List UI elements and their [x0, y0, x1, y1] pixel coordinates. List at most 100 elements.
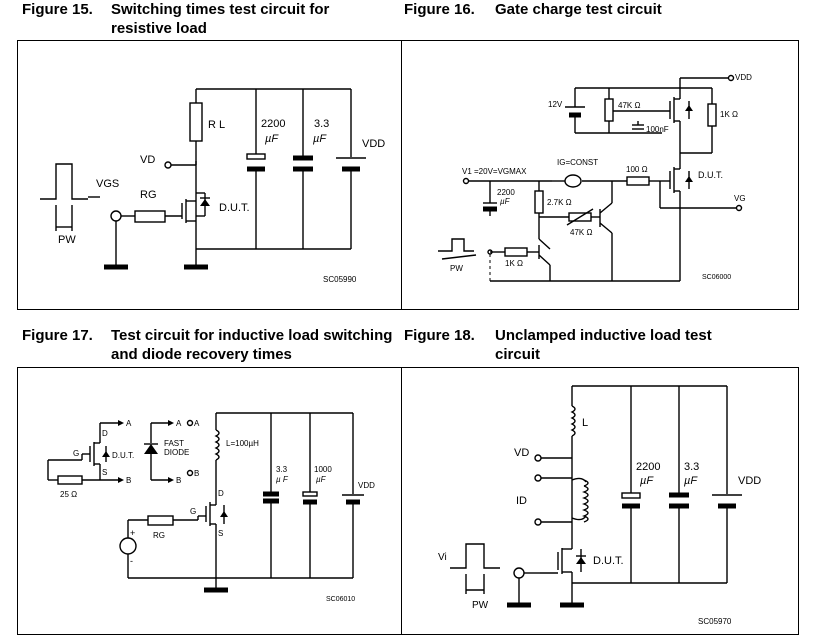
- fig17-a3-label: A: [194, 419, 200, 428]
- fig16-pulse: [438, 238, 474, 252]
- fig17-b1-label: B: [126, 476, 131, 485]
- fig16-vg-terminal: [735, 204, 743, 212]
- fig18-vdd-label: VDD: [738, 475, 761, 487]
- fig18-id-terminal-bottom: [534, 518, 542, 526]
- fig16-27k-label: 2.7K Ω: [547, 198, 572, 207]
- fig17-c1-value: 3.3: [276, 465, 288, 474]
- fig16-q2-emitter: [538, 254, 551, 266]
- fig17-d2-label: D: [218, 489, 224, 498]
- fig18-c2-value: 3.3: [684, 461, 699, 473]
- fig17-rg-label: RG: [153, 531, 165, 540]
- fig15-c1-plate-top: [246, 153, 266, 160]
- fig16-27k-resistor: [534, 190, 544, 214]
- fig15-input-terminal: [110, 210, 122, 222]
- fig18-l-label: L: [582, 417, 588, 429]
- fig17-b-terminal: [186, 469, 194, 477]
- fig16-1k-base-resistor: [504, 247, 528, 257]
- fig16-dut-label: D.U.T.: [698, 170, 723, 180]
- fig17-r25-label: 25 Ω: [60, 490, 77, 499]
- fig17-number: Figure 17.: [22, 327, 93, 344]
- fig17-plus-label: +: [130, 528, 135, 538]
- fig15-vdd-label: VDD: [362, 138, 385, 150]
- fig17-dut-label: D.U.T.: [112, 451, 134, 460]
- fig15-pw-label: PW: [58, 234, 76, 246]
- fig17-minus-label: -: [130, 556, 133, 566]
- fig17-circuit: A D D.U.T. G 25 Ω S B A FAST DIODE: [47, 412, 375, 603]
- fig16-v1-label: V1 =20V=VGMAX: [462, 167, 527, 176]
- fig15-rg-label: RG: [140, 189, 157, 201]
- fig16-47k-arrow: [566, 208, 594, 226]
- fig17-r25-resistor: [57, 475, 83, 485]
- fig16-title: Gate charge test circuit: [495, 1, 662, 18]
- fig18-pulse: [450, 543, 500, 569]
- fig15-panel: PW VGS RG D.U.T. R L VD: [17, 40, 402, 310]
- fig16-100r-label: 100 Ω: [626, 165, 648, 174]
- fig16-circuit: VDD 12V 47K Ω 100nF 1K Ω: [438, 73, 752, 282]
- fig17-c2-plate-top: [302, 491, 318, 497]
- fig17-b2-label: B: [176, 476, 181, 485]
- fig17-vdd-label: VDD: [358, 481, 375, 490]
- fig18-probe-loop: [571, 477, 587, 521]
- fig17-fast-label: FAST: [164, 439, 184, 448]
- fig17-diode-label: DIODE: [164, 448, 189, 457]
- fig15-vd-terminal: [164, 161, 172, 169]
- fig16-q1-collector: [599, 202, 613, 214]
- fig16-vdd-label: VDD: [735, 73, 752, 82]
- fig15-rg-resistor: [134, 210, 166, 223]
- fig16-12v-label: 12V: [548, 100, 563, 109]
- fig15-rl-resistor: [189, 102, 203, 142]
- fig17-c2-unit: µF: [316, 475, 327, 484]
- fig16-100nf-label: 100nF: [646, 125, 669, 134]
- fig15-vd-label: VD: [140, 154, 155, 166]
- fig17-b1-arrow: [118, 477, 124, 483]
- fig17-title: Test circuit for inductive load switchin…: [111, 327, 393, 363]
- fig15-number: Figure 15.: [22, 1, 93, 18]
- fig17-d1-label: D: [102, 429, 108, 438]
- fig16-c2200-unit: µF: [500, 197, 511, 206]
- fig18-c1-unit: µF: [640, 475, 654, 487]
- fig15-c1-unit: µF: [265, 133, 279, 145]
- fig17-panel: A D D.U.T. G 25 Ω S B A FAST DIODE: [17, 367, 402, 635]
- fig15-rl-label: R L: [208, 119, 225, 131]
- fig17-code: SC06010: [326, 596, 355, 603]
- fig18-current-probe: [582, 479, 589, 523]
- fig17-s2-label: S: [218, 529, 223, 538]
- fig17-c1-unit: µ F: [276, 475, 289, 484]
- fig16-pw-label: PW: [450, 264, 463, 273]
- fig18-vd-terminal: [534, 454, 542, 462]
- fig15-caption: Figure 15. Switching times test circuit …: [22, 0, 397, 40]
- fig16-47k-top-label: 47K Ω: [618, 101, 640, 110]
- fig17-a1-arrow: [118, 420, 124, 426]
- fig17-g2-label: G: [190, 507, 196, 516]
- fig18-c1-plate-top: [621, 492, 641, 499]
- fig16-1k-base-label: 1K Ω: [505, 259, 523, 268]
- fig16-q1-emitter: [599, 222, 613, 234]
- fig16-c2200-label: 2200: [497, 188, 515, 197]
- fig18-caption: Figure 18. Unclamped inductive load test…: [404, 326, 804, 366]
- fig16-vg-label: VG: [734, 194, 746, 203]
- fig16-number: Figure 16.: [404, 1, 475, 18]
- fig18-code: SC05970: [698, 617, 732, 626]
- fig18-id-label: ID: [516, 495, 527, 507]
- fig17-voltage-source: [119, 537, 137, 555]
- fig16-vdd-terminal: [727, 74, 735, 82]
- fig17-fast-diode: [144, 444, 158, 454]
- fig18-pw-label: PW: [472, 600, 489, 611]
- fig18-c1-value: 2200: [636, 461, 660, 473]
- fig15-title: Switching times test circuit for resisti…: [111, 1, 330, 37]
- fig15-vgs-label: VGS: [96, 178, 119, 190]
- fig18-inductor: [570, 405, 576, 437]
- fig15-dut-label: D.U.T.: [219, 202, 250, 214]
- fig17-g1-label: G: [73, 449, 79, 458]
- fig18-id-terminal-top: [534, 474, 542, 482]
- fig16-1k-resistor: [707, 103, 717, 127]
- fig16-caption: Figure 16. Gate charge test circuit: [404, 0, 804, 40]
- fig16-v1-terminal: [462, 177, 470, 185]
- fig16-panel: VDD 12V 47K Ω 100nF 1K Ω: [401, 40, 799, 310]
- fig15-c2-unit: µF: [313, 133, 327, 145]
- fig15-c2-value: 3.3: [314, 118, 329, 130]
- fig15-pulse: [40, 163, 88, 200]
- fig17-b2-arrow: [168, 477, 174, 483]
- fig15-code: SC05990: [323, 275, 357, 284]
- fig17-c2-value: 1000: [314, 465, 332, 474]
